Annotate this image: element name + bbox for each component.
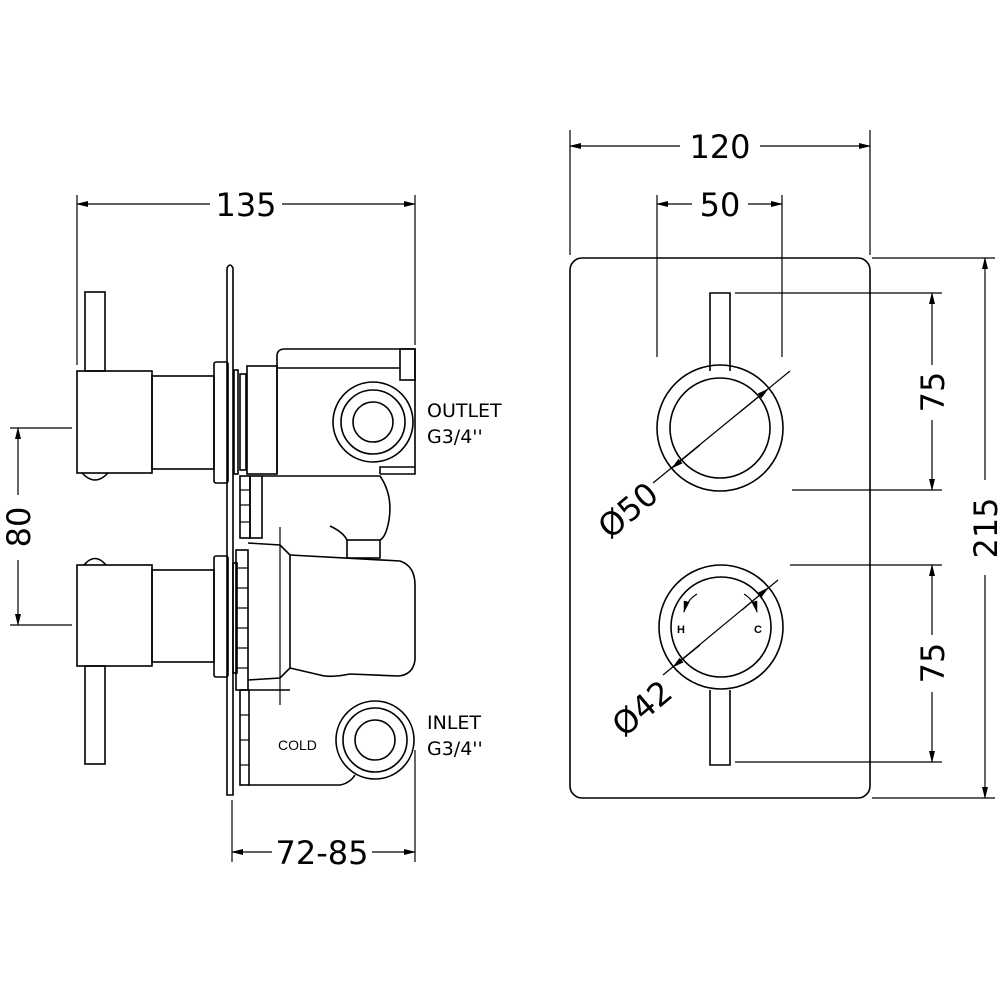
lower-dial: H bbox=[658, 564, 784, 766]
front-view: 120 50 215 75 bbox=[569, 128, 1000, 799]
depth-dimension-label: 72-85 bbox=[276, 834, 369, 872]
upper-dial: Ø50 bbox=[591, 292, 791, 546]
upper-spacing-dimension: 75 bbox=[735, 292, 952, 491]
plate-height-label: 215 bbox=[967, 497, 1000, 558]
inlet-thread-label: G3/4'' bbox=[427, 738, 483, 760]
upper-handle bbox=[76, 291, 247, 484]
upper-spacing-label: 75 bbox=[914, 372, 952, 413]
lower-spacing-label: 75 bbox=[914, 643, 952, 684]
cold-mark: C bbox=[754, 624, 762, 636]
hot-arrow-icon bbox=[683, 593, 698, 613]
inlet-label: INLET bbox=[427, 712, 481, 734]
valve-body-lower: COLD bbox=[235, 527, 416, 786]
plate-height-dimension: 215 bbox=[872, 257, 1000, 799]
wall-plate bbox=[226, 264, 234, 796]
handle-spacing-label: 80 bbox=[0, 507, 38, 548]
cold-label: COLD bbox=[278, 737, 317, 753]
plate-width-dimension: 120 bbox=[569, 128, 871, 255]
valve-body-middle bbox=[239, 466, 415, 559]
plate-width-label: 120 bbox=[689, 128, 750, 166]
width-dimension-label: 135 bbox=[215, 186, 276, 224]
outlet-label: OUTLET bbox=[427, 400, 502, 422]
lower-handle bbox=[76, 555, 238, 765]
depth-dimension: 72-85 bbox=[231, 750, 416, 872]
lower-dial-diameter-label: Ø42 bbox=[605, 673, 680, 744]
handle-offset-label: 50 bbox=[700, 186, 741, 224]
upper-dial-diameter-label: Ø50 bbox=[591, 475, 666, 546]
width-dimension: 135 bbox=[76, 186, 416, 365]
side-view: 135 bbox=[0, 186, 502, 872]
outlet-thread-label: G3/4'' bbox=[427, 426, 483, 448]
handle-spacing-dimension: 80 bbox=[0, 427, 72, 626]
hot-mark: H bbox=[677, 624, 685, 636]
front-plate bbox=[569, 257, 871, 799]
handle-offset-dimension: 50 bbox=[656, 186, 783, 357]
valve-body-upper bbox=[246, 348, 416, 475]
lower-spacing-dimension: 75 bbox=[735, 564, 952, 763]
cold-arrow-icon bbox=[743, 593, 758, 613]
